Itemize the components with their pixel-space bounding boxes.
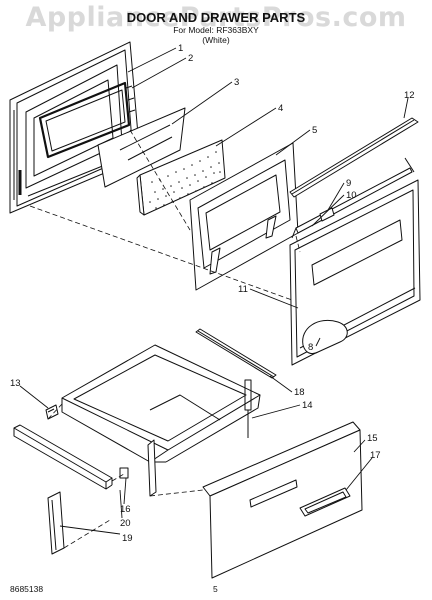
page-number: 5	[213, 584, 218, 594]
callout-19: 19	[122, 533, 133, 544]
callout-18: 18	[294, 387, 305, 398]
leader-lines	[19, 47, 409, 535]
drawer-runner	[147, 439, 157, 497]
callout-20: 20	[120, 518, 131, 529]
drawer-pan	[61, 344, 261, 463]
door-handle	[302, 320, 348, 355]
drawer-handle	[299, 487, 351, 517]
door-gasket	[38, 81, 131, 159]
callout-10: 10	[346, 190, 357, 201]
callout-15: 15	[367, 433, 378, 444]
callout-5: 5	[312, 125, 317, 136]
callout-13: 13	[10, 378, 21, 389]
callout-8: 8	[308, 342, 313, 353]
callout-2: 2	[188, 53, 193, 64]
outer-door-panel	[289, 179, 421, 366]
callout-12: 12	[404, 90, 415, 101]
model-line: For Model: RF363BXY	[173, 25, 259, 35]
assembly-lines	[29, 129, 301, 549]
door-liner	[189, 142, 299, 291]
callout-numbers: 1 2 3 4 5 12 9 10 11 8 13 18 14 15 17 16…	[10, 43, 415, 544]
door-insulation	[136, 139, 226, 216]
drawer-side-rail	[13, 424, 129, 490]
color-line: (White)	[202, 35, 230, 45]
callout-14: 14	[302, 400, 313, 411]
door-glass	[97, 107, 186, 188]
callout-17: 17	[370, 450, 381, 461]
door-clip	[319, 207, 335, 222]
drawer-front	[202, 421, 363, 579]
page-title: DOOR AND DRAWER PARTS	[126, 10, 306, 25]
vent-trim	[289, 117, 419, 198]
callout-11: 11	[238, 284, 248, 295]
callout-1: 1	[178, 43, 183, 54]
callout-9: 9	[346, 178, 351, 189]
drawer-glide	[45, 404, 59, 420]
insulation-texture	[149, 151, 221, 209]
callout-3: 3	[234, 77, 239, 88]
watermark-text: AppliancePartsPros.com	[25, 2, 407, 33]
callout-16: 16	[120, 504, 131, 515]
diagram-code: 8685138	[10, 584, 44, 594]
drawer-rail	[195, 328, 277, 379]
drawer-end-cap	[47, 491, 65, 555]
callout-4: 4	[278, 103, 283, 114]
